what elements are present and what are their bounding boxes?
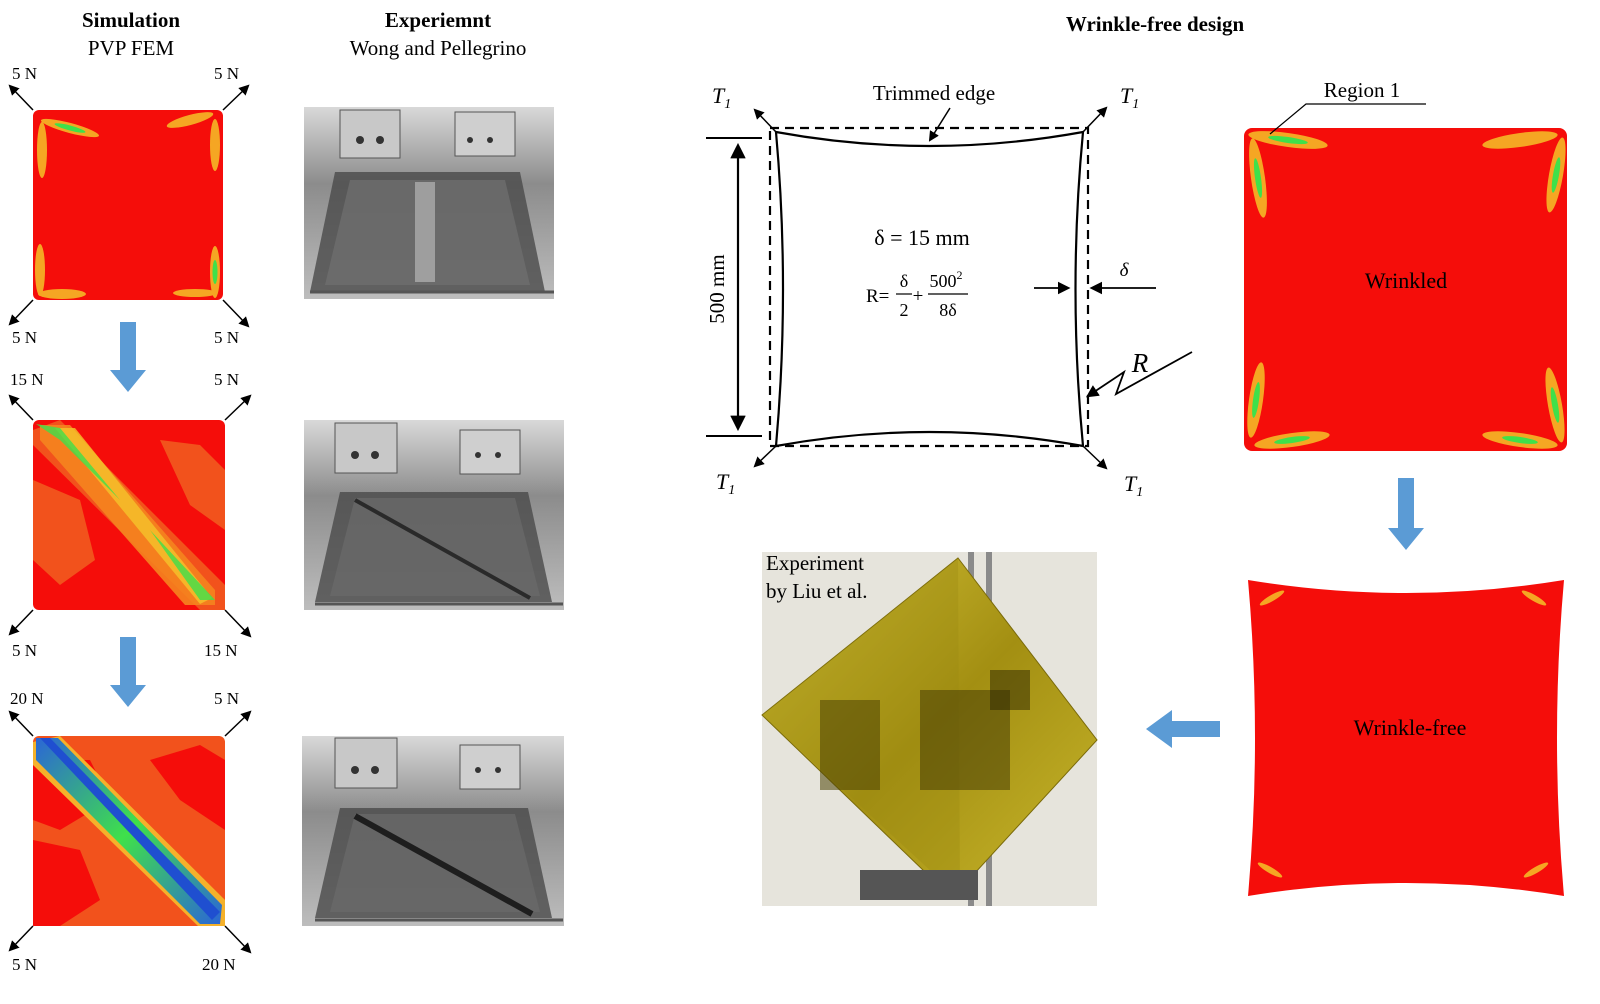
simulation-title: Simulation: [82, 8, 180, 32]
force-label-tl: 15 N: [10, 370, 44, 389]
region-pointer: [1269, 103, 1426, 135]
design-title: Wrinkle-free design: [1066, 12, 1245, 36]
force-label-bl: 5 N: [12, 641, 37, 660]
radius-pointer: [1085, 351, 1193, 398]
force-label-br: 5 N: [214, 328, 239, 347]
experiment-photo-3: [302, 736, 564, 926]
down-arrow-icon: [110, 322, 146, 392]
svg-text:5002: 5002: [930, 268, 963, 291]
trimmed-edge-label: Trimmed edge: [873, 81, 995, 105]
force-label-br: 20 N: [202, 955, 236, 974]
simulation-panel-3: 20 N 5 N 5 N 20 N: [8, 689, 252, 974]
tension-label-br: T1: [1124, 471, 1143, 500]
radius-label: R: [1131, 348, 1149, 378]
radius-formula: R= δ 2 + 5002 8δ: [866, 268, 968, 320]
tension-label-tl: T1: [712, 83, 731, 112]
contour-square-1: [33, 110, 223, 300]
svg-text:δ: δ: [900, 271, 908, 291]
delta-equation: δ = 15 mm: [874, 225, 970, 250]
svg-text:2: 2: [900, 300, 909, 320]
simulation-subtitle: PVP FEM: [88, 36, 175, 60]
svg-text:8δ: 8δ: [939, 300, 956, 320]
left-arrow-icon: [1146, 710, 1220, 748]
liu-experiment-photo: Experiment by Liu et al.: [761, 551, 1098, 906]
experiment-photo-2: [304, 420, 564, 610]
wrinkled-state-label: Wrinkled: [1365, 268, 1447, 293]
svg-text:R=: R=: [866, 286, 889, 307]
design-schematic: T1 T1 T1 T1 Trimmed edge 500 mm δ = 15 m…: [705, 81, 1193, 500]
wrinkle-free-label: Wrinkle-free: [1354, 715, 1467, 740]
force-label-bl: 5 N: [12, 328, 37, 347]
liu-caption-line1: Experiment: [766, 551, 864, 575]
force-label-tl: 20 N: [10, 689, 44, 708]
delta-label: δ: [1120, 260, 1130, 281]
original-boundary: [768, 126, 1090, 448]
force-label-tr: 5 N: [214, 64, 239, 83]
experiment-subtitle: Wong and Pellegrino: [350, 36, 527, 60]
force-label-br: 15 N: [204, 641, 238, 660]
tension-label-bl: T1: [716, 469, 735, 498]
force-label-tl: 5 N: [12, 64, 37, 83]
experiment-photo-1: [304, 107, 554, 299]
force-label-tr: 5 N: [214, 370, 239, 389]
dimension-label: 500 mm: [705, 254, 729, 323]
down-arrow-icon: [110, 637, 146, 707]
wrinkled-label: Region 1: [1324, 78, 1400, 102]
wrinkled-contour: Region 1 Wrinkled: [1244, 78, 1567, 451]
svg-text:+: +: [913, 286, 924, 307]
experiment-title: Experiemnt: [385, 8, 491, 32]
liu-caption-line2: by Liu et al.: [766, 579, 867, 603]
down-arrow-icon: [1388, 478, 1424, 550]
simulation-panel-2: 15 N 5 N 5 N 15 N: [8, 370, 252, 660]
force-label-tr: 5 N: [214, 689, 239, 708]
simulation-panel-1: 5 N 5 N 5 N 5 N: [8, 64, 250, 347]
tension-label-tr: T1: [1120, 83, 1139, 112]
wrinkle-free-contour: Wrinkle-free: [1248, 580, 1564, 896]
force-label-bl: 5 N: [12, 955, 37, 974]
